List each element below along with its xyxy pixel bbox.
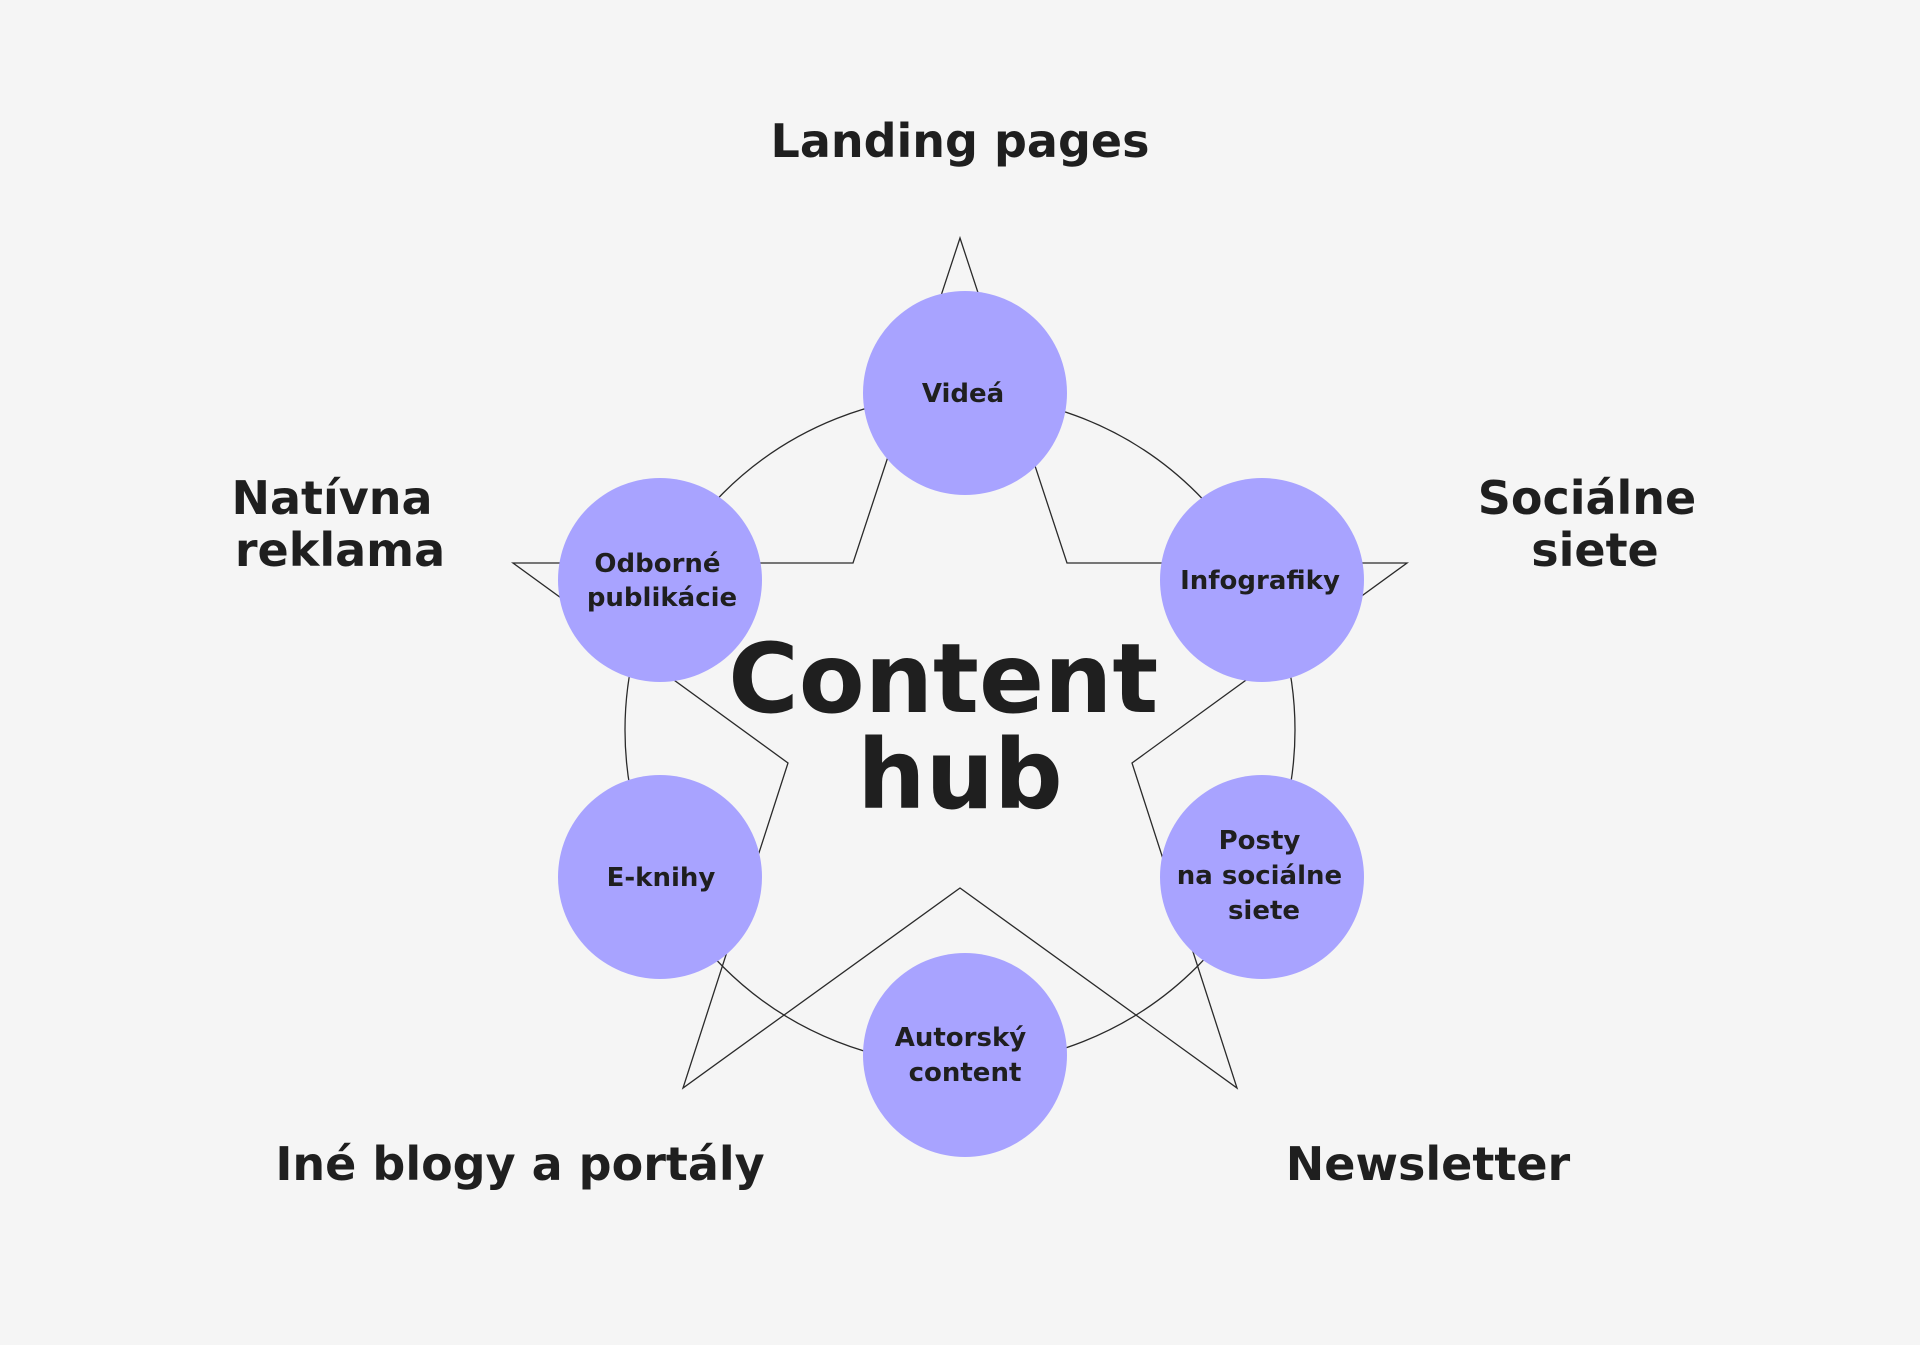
label-socialne-siete: Sociálne siete	[1478, 471, 1713, 577]
node-circle	[1160, 775, 1364, 979]
node-circle	[558, 775, 762, 979]
hub-title: Content hub	[728, 623, 1191, 831]
label-nativna-reklama: Natívna reklama	[231, 471, 448, 577]
node-videa: Videá	[863, 291, 1067, 495]
node-e-knihy: E-knihy	[558, 775, 762, 979]
node-label: E-knihy	[607, 863, 716, 893]
label-landing-pages: Landing pages	[771, 114, 1150, 168]
node-infografiky: Infografiky	[1160, 478, 1364, 682]
node-autorsky-content: Autorský content	[863, 953, 1067, 1157]
node-odborne-publikacie: Odborné publikácie	[558, 478, 762, 682]
node-circle	[558, 478, 762, 682]
node-circle	[1160, 478, 1364, 682]
node-circle	[863, 291, 1067, 495]
node-label: Infografiky	[1180, 566, 1340, 596]
label-newsletter: Newsletter	[1286, 1137, 1571, 1191]
node-label: Posty na sociálne siete	[1177, 826, 1351, 926]
node-label: Autorský content	[895, 1023, 1036, 1088]
node-label: Odborné publikácie	[587, 549, 737, 613]
node-posty: Posty na sociálne siete	[1160, 775, 1364, 979]
label-ine-blogy: Iné blogy a portály	[275, 1137, 764, 1191]
node-label: Videá	[922, 379, 1004, 409]
node-circle	[863, 953, 1067, 1157]
